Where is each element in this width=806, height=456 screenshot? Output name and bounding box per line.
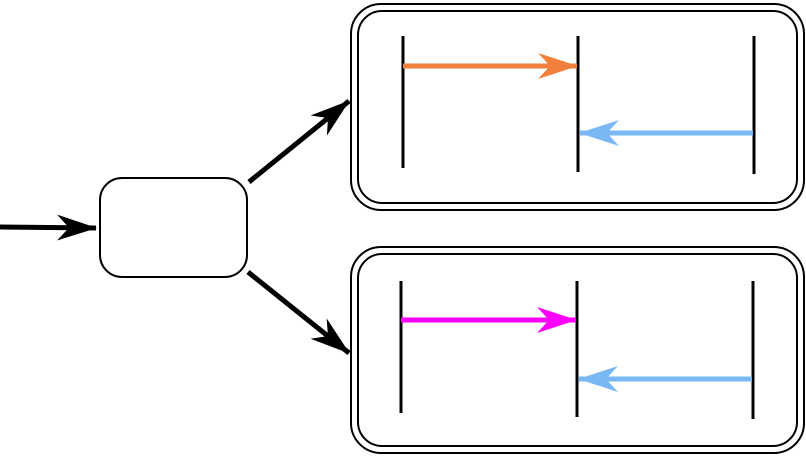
branch-arrow-bottom <box>246 270 351 355</box>
bottom-container-inner-border <box>357 253 798 447</box>
source-box <box>99 177 248 278</box>
branch-arrow-top <box>247 99 351 184</box>
input-arrow <box>0 214 97 241</box>
top-container <box>350 3 805 211</box>
top-container-inner-border <box>357 10 798 204</box>
bottom-container <box>350 246 805 454</box>
